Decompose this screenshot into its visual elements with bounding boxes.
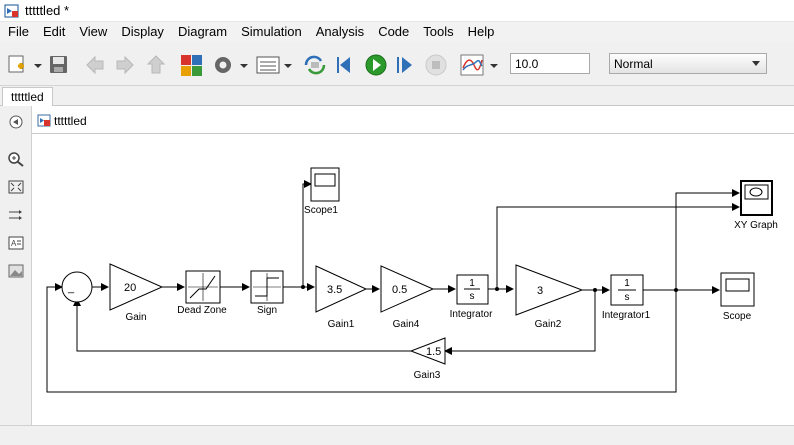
scope-block[interactable]: Scope [720,272,755,322]
fit-to-view-icon[interactable] [7,179,25,195]
sign-block[interactable]: Sign [250,270,284,316]
menu-tools[interactable]: Tools [423,24,454,39]
status-bar [0,425,794,445]
menu-bar: File Edit View Display Diagram Simulatio… [0,22,794,42]
gain2-block[interactable]: 3 Gain2 [515,264,584,330]
breadcrumb-model-link[interactable]: tttttled [54,114,87,128]
gain3-label: Gain3 [414,370,441,381]
new-model-icon[interactable] [6,52,44,78]
step-back-icon[interactable] [334,52,358,78]
xygraph-label: XY Graph [734,220,778,231]
back-icon[interactable] [84,52,106,78]
breadcrumb: tttttled [32,106,794,134]
window-title: tttttled * [25,3,70,18]
menu-help[interactable]: Help [467,24,495,39]
model-canvas[interactable]: _ 20 Gain Dead Zone Sign Scope1 [33,135,788,425]
integrator1-denominator: s [625,292,630,303]
gain-label: Gain [125,312,146,323]
signal-integrator1-to-sum[interactable] [46,283,677,393]
xygraph-block[interactable]: XY Graph [734,180,778,231]
gain2-label: Gain2 [535,319,562,330]
integrator1-label: Integrator1 [602,310,651,321]
integrator1-block[interactable]: 1 s Integrator1 [602,274,651,321]
menu-simulation[interactable]: Simulation [241,24,302,39]
model-explorer-icon[interactable] [254,52,294,78]
signal-viewer-icon[interactable] [458,52,500,78]
menu-file[interactable]: File [8,24,29,39]
menu-diagram[interactable]: Diagram [177,24,228,39]
menu-display[interactable]: Display [121,24,164,39]
gain-block[interactable]: 20 Gain [109,263,164,323]
signal-lines [46,180,740,393]
deadzone-block[interactable]: Dead Zone [177,270,227,316]
gain1-value: 3.5 [327,284,342,296]
sign-label: Sign [257,305,277,316]
gain4-block[interactable]: 0.5 Gain4 [380,265,435,330]
gain4-value: 0.5 [392,284,407,296]
scope1-block[interactable]: Scope1 [304,167,340,216]
signal-sign-to-scope1[interactable] [302,180,312,287]
title-bar: tttttled * [0,0,794,22]
signal-integrator-to-xygraph[interactable] [496,203,740,289]
menu-analysis[interactable]: Analysis [315,24,365,39]
image-icon[interactable] [7,263,25,279]
simulink-model-icon [4,4,19,18]
hide-browser-icon[interactable] [7,114,25,130]
settings-gear-icon[interactable] [210,52,250,78]
integrator-denominator: s [470,291,475,302]
gain3-block[interactable]: 1.5 Gain3 [409,337,446,381]
hide-show-arrows-icon[interactable] [7,207,25,223]
left-palette: A [0,106,32,445]
stop-time-input[interactable] [510,53,590,74]
gain1-block[interactable]: 3.5 Gain1 [315,265,368,330]
scope1-label: Scope1 [304,205,338,216]
up-icon[interactable] [145,52,167,78]
step-forward-icon[interactable] [394,52,418,78]
stop-icon[interactable] [424,52,448,78]
menu-edit[interactable]: Edit [42,24,66,39]
gain2-value: 3 [537,285,543,297]
block-diagram: _ 20 Gain Dead Zone Sign Scope1 [46,167,778,393]
zoom-icon[interactable] [7,151,25,167]
gain1-label: Gain1 [328,319,355,330]
simulink-model-icon [37,114,51,127]
menu-code[interactable]: Code [378,24,410,39]
forward-icon[interactable] [114,52,136,78]
signal-gain2-to-gain3[interactable] [444,290,596,355]
simulation-mode-value: Normal [614,57,653,71]
chevron-down-icon [752,61,760,66]
signal-gain3-to-sum[interactable] [73,298,411,352]
integrator-numerator: 1 [469,278,475,289]
deadzone-label: Dead Zone [177,305,227,316]
integrator1-numerator: 1 [624,278,630,289]
scope-label: Scope [723,311,752,322]
integrator-label: Integrator [450,309,493,320]
simulation-mode-select[interactable]: Normal [609,53,767,74]
gain-value: 20 [124,282,136,294]
library-browser-icon[interactable] [178,52,206,78]
gain3-value: 1.5 [426,346,441,358]
sum-sign: _ [67,282,75,294]
update-diagram-icon[interactable] [302,52,328,78]
tab-model[interactable]: tttttled [2,87,53,107]
branch-points [301,285,678,292]
annotation-icon[interactable]: A [7,235,25,251]
gain4-label: Gain4 [393,319,420,330]
sum-block[interactable]: _ [61,271,93,303]
svg-text:A: A [11,239,17,248]
tab-bar: tttttled [0,86,794,107]
menu-view[interactable]: View [79,24,108,39]
integrator-block[interactable]: 1 s Integrator [450,274,493,320]
signal-integrator1-to-xygraph[interactable] [675,189,740,290]
run-icon[interactable] [363,52,389,78]
save-icon[interactable] [48,52,70,78]
